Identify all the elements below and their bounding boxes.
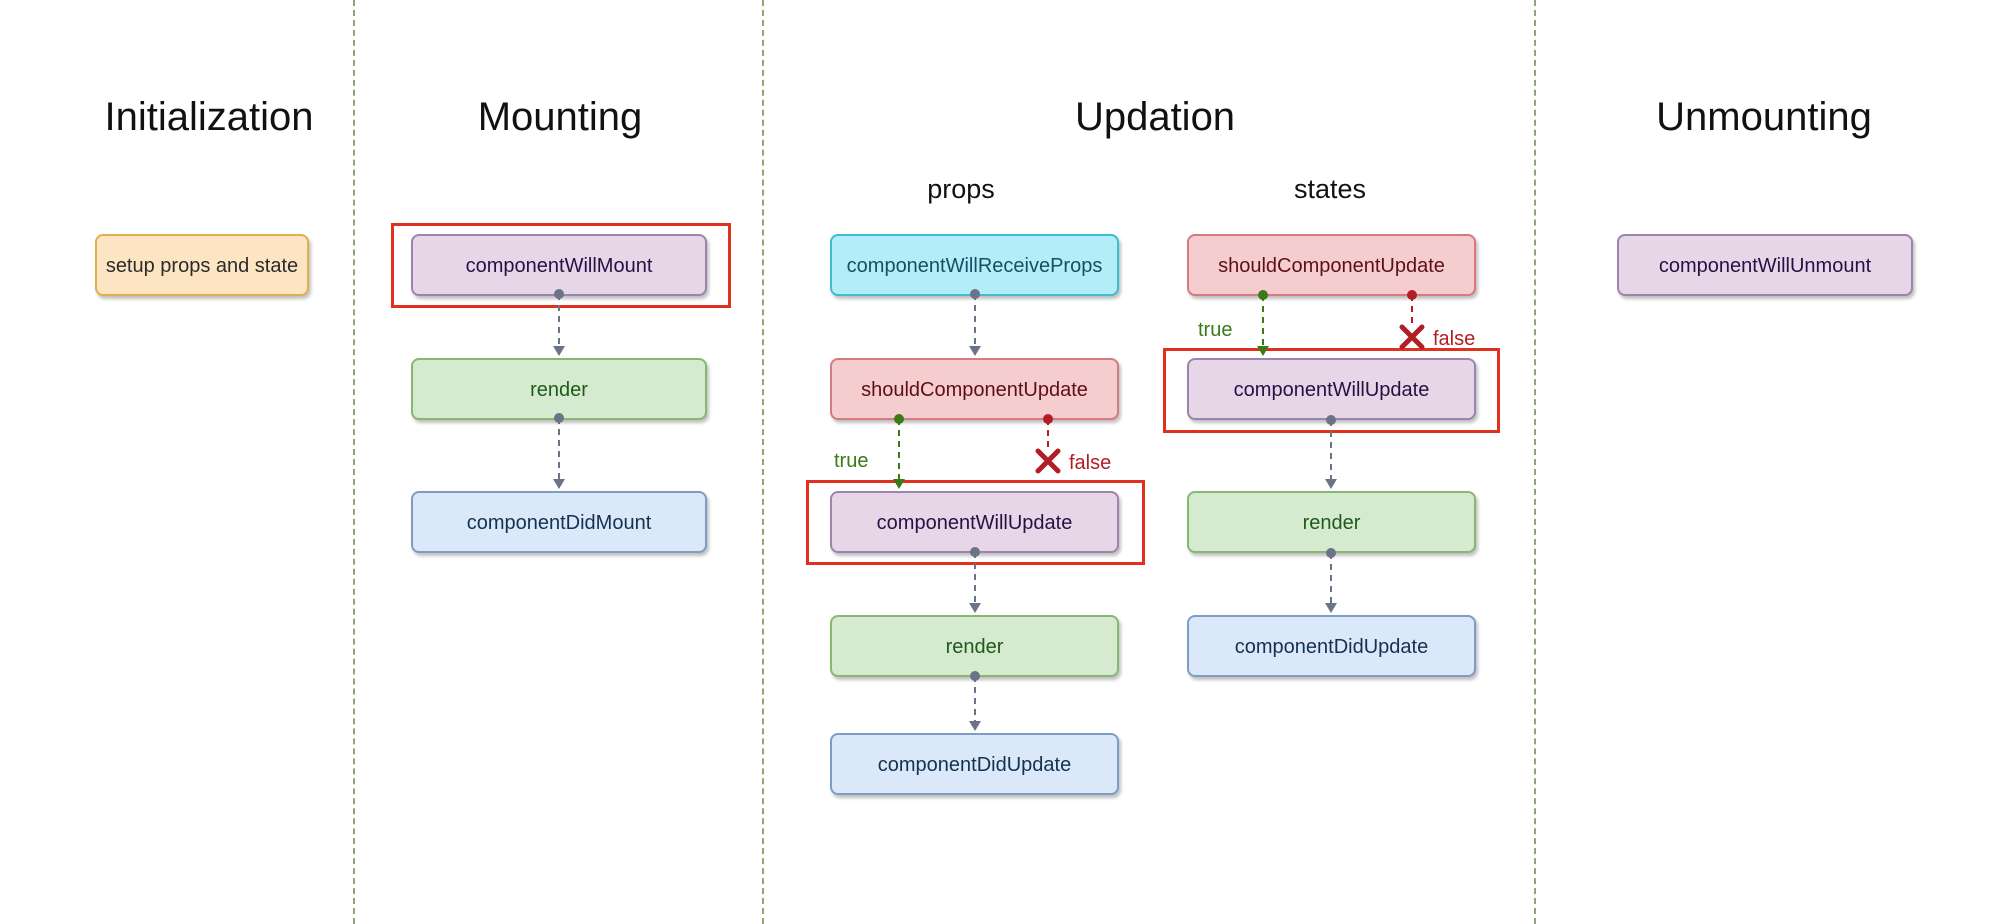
node-props-component-did-update: componentDidUpdate <box>830 733 1119 795</box>
edge-states-should-update-true <box>1257 290 1269 356</box>
edge-label-states-true: true <box>1198 319 1233 341</box>
edge-label-props-true: true <box>834 450 869 472</box>
phase-title-updation: Updation <box>1074 95 1236 139</box>
node-states-component-did-update: componentDidUpdate <box>1187 615 1476 677</box>
edge-label-states-false: false <box>1433 328 1476 350</box>
edge-will-mount-to-render <box>553 289 565 356</box>
phase-title-initialization: Initialization <box>104 95 314 139</box>
sub-title-states: states <box>1293 174 1367 204</box>
edge-props-render-to-did-update <box>969 671 981 731</box>
highlight-frame-will-mount <box>391 223 731 308</box>
edge-render-to-did-mount <box>553 413 565 489</box>
column-divider <box>353 0 355 924</box>
edge-props-should-update-true <box>893 414 905 489</box>
node-states-render: render <box>1187 491 1476 553</box>
sub-title-props: props <box>927 174 995 204</box>
node-setup-props-and-state: setup props and state <box>95 234 309 296</box>
phase-title-mounting: Mounting <box>477 95 643 139</box>
edge-states-render-to-did-update <box>1325 548 1337 613</box>
edge-label-props-false: false <box>1069 452 1112 474</box>
node-props-component-will-update: componentWillUpdate <box>830 491 1119 553</box>
node-states-component-will-update: componentWillUpdate <box>1187 358 1476 420</box>
edge-states-will-update-to-render <box>1325 415 1337 489</box>
node-states-should-component-update: shouldComponentUpdate <box>1187 234 1476 296</box>
node-mounting-component-did-mount: componentDidMount <box>411 491 707 553</box>
edge-will-receive-props-to-should-update <box>969 289 981 356</box>
edge-states-should-update-false <box>1399 290 1425 350</box>
node-unmounting-component-will-unmount: componentWillUnmount <box>1617 234 1913 296</box>
node-props-should-component-update: shouldComponentUpdate <box>830 358 1119 420</box>
edge-props-should-update-false <box>1035 414 1061 474</box>
column-divider <box>1534 0 1536 924</box>
edge-props-will-update-to-render <box>969 547 981 613</box>
phase-title-unmounting: Unmounting <box>1656 95 1872 139</box>
node-props-component-will-receive-props: componentWillReceiveProps <box>830 234 1119 296</box>
column-divider <box>762 0 764 924</box>
node-mounting-component-will-mount: componentWillMount <box>411 234 707 296</box>
